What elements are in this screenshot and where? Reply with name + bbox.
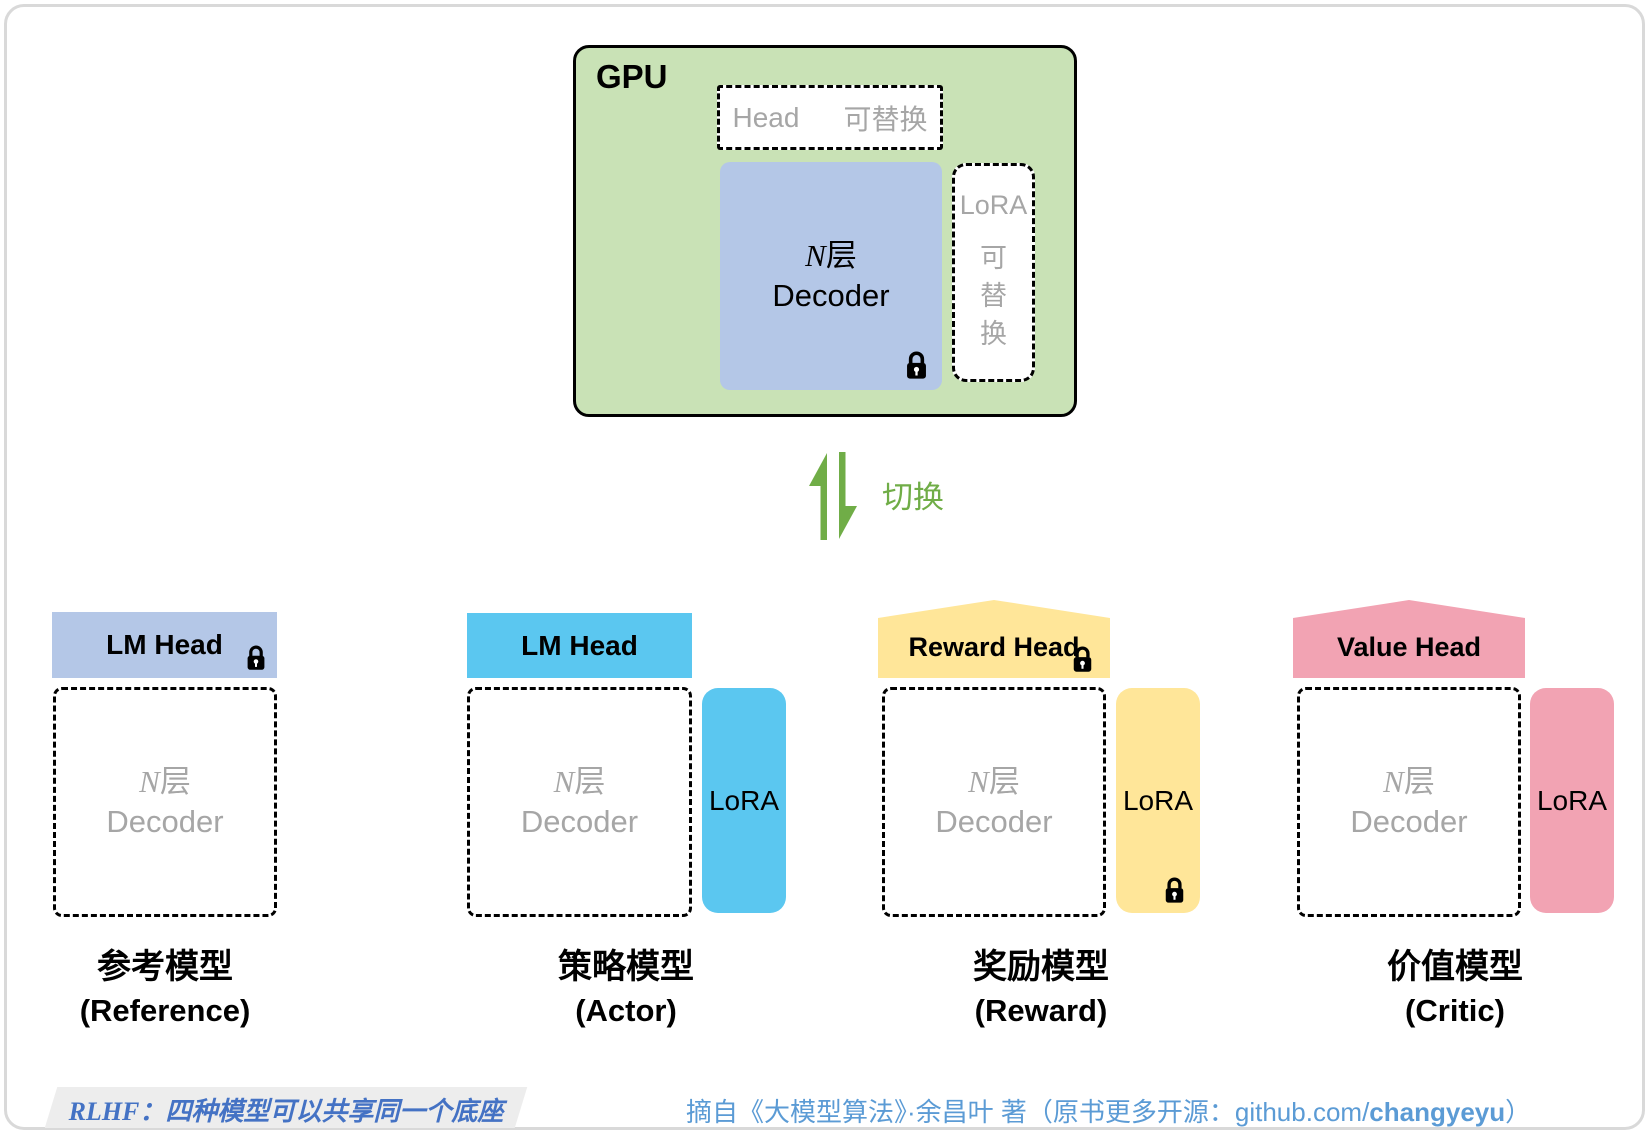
model-name-en: (Reference)	[79, 993, 251, 1028]
lora-replaceable-note: 可 替 换	[980, 243, 1007, 349]
lora-label: LoRA	[1536, 784, 1608, 816]
gpu-label: GPU	[596, 58, 668, 95]
model-name-zh: 奖励模型	[973, 948, 1109, 986]
model-name-en: (Actor)	[575, 993, 677, 1028]
lora-label: LoRA	[959, 190, 1028, 220]
head-title: Value Head	[1336, 631, 1482, 662]
source-suffix: ）	[1505, 1097, 1532, 1127]
layer-suffix: 层	[159, 764, 191, 799]
lock-icon	[247, 645, 265, 670]
model-name-zh: 价值模型	[1387, 948, 1523, 986]
reward-decoder-box: N层 Decoder	[882, 687, 1106, 917]
gpu-lora-box: LoRA 可 替 换	[952, 163, 1035, 382]
layer-suffix: 层	[825, 238, 857, 273]
actor-lora-bar: LoRA	[702, 688, 786, 913]
head-title: LM Head	[106, 629, 223, 660]
n-layers-symbol: N	[553, 764, 575, 799]
lock-icon	[1073, 646, 1092, 672]
decoder-label: Decoder	[772, 278, 890, 313]
n-layers-symbol: N	[1383, 764, 1404, 799]
head-replaceable-note: 可替换	[843, 103, 928, 135]
layer-suffix: 层	[1403, 764, 1435, 799]
decoder-label: Decoder	[520, 804, 639, 839]
model-name-zh: 参考模型	[97, 948, 233, 986]
decoder-layers-line: N层	[805, 236, 857, 276]
actor-decoder-box: N层 Decoder	[467, 687, 692, 917]
decoder-label: Decoder	[1350, 804, 1468, 839]
actor-head-bar: LM Head	[467, 613, 692, 678]
critic-label: 价值模型 (Critic)	[1295, 944, 1615, 1032]
footer-source: 摘自《大模型算法》·余昌叶 著（原书更多开源：github.com/changy…	[686, 1092, 1531, 1129]
lora-label: LoRA	[708, 784, 780, 816]
reference-label: 参考模型 (Reference)	[5, 944, 325, 1032]
model-name-en: (Critic)	[1405, 993, 1505, 1028]
critic-head-pentagon: Value Head	[1293, 600, 1525, 678]
replaceable-head-box: Head 可替换	[717, 85, 943, 150]
critic-decoder-box: N层 Decoder	[1297, 687, 1521, 917]
decoder-label: Decoder	[935, 804, 1053, 839]
gpu-box: GPU Head 可替换 N层 Decoder LoRA 可 替 换	[573, 45, 1077, 417]
source-prefix: 摘自《大模型算法》·余昌叶 著（原书更多开源：github.com/	[686, 1097, 1370, 1127]
lora-label: LoRA	[1122, 784, 1194, 816]
reward-lora-bar: LoRA	[1116, 688, 1200, 913]
model-name-zh: 策略模型	[558, 948, 694, 986]
reward-head-pentagon: Reward Head	[878, 600, 1110, 678]
switch-label: 切换	[882, 480, 944, 515]
reward-label: 奖励模型 (Reward)	[881, 944, 1201, 1032]
layer-suffix: 层	[574, 764, 606, 799]
layer-suffix: 层	[988, 764, 1020, 799]
shared-decoder-box: N层 Decoder	[720, 162, 942, 390]
head-title: LM Head	[521, 629, 638, 661]
lock-icon	[907, 351, 926, 379]
lock-icon	[1165, 877, 1184, 903]
reference-decoder-box: N层 Decoder	[53, 687, 277, 917]
head-title: Reward Head	[908, 631, 1080, 662]
source-github-account: changyeyu	[1369, 1097, 1506, 1127]
n-layers-symbol: N	[805, 238, 826, 273]
footer-caption: RLHF：四种模型可以共享同一个底座	[68, 1097, 504, 1126]
head-label: Head	[732, 101, 800, 133]
model-name-en: (Reward)	[974, 993, 1108, 1028]
reference-head-bar: LM Head	[52, 612, 277, 678]
n-layers-symbol: N	[139, 764, 160, 799]
switch-arrows-icon	[809, 452, 857, 540]
decoder-label: Decoder	[106, 804, 224, 839]
critic-lora-bar: LoRA	[1530, 688, 1614, 913]
actor-label: 策略模型 (Actor)	[466, 944, 786, 1032]
n-layers-symbol: N	[968, 764, 989, 799]
